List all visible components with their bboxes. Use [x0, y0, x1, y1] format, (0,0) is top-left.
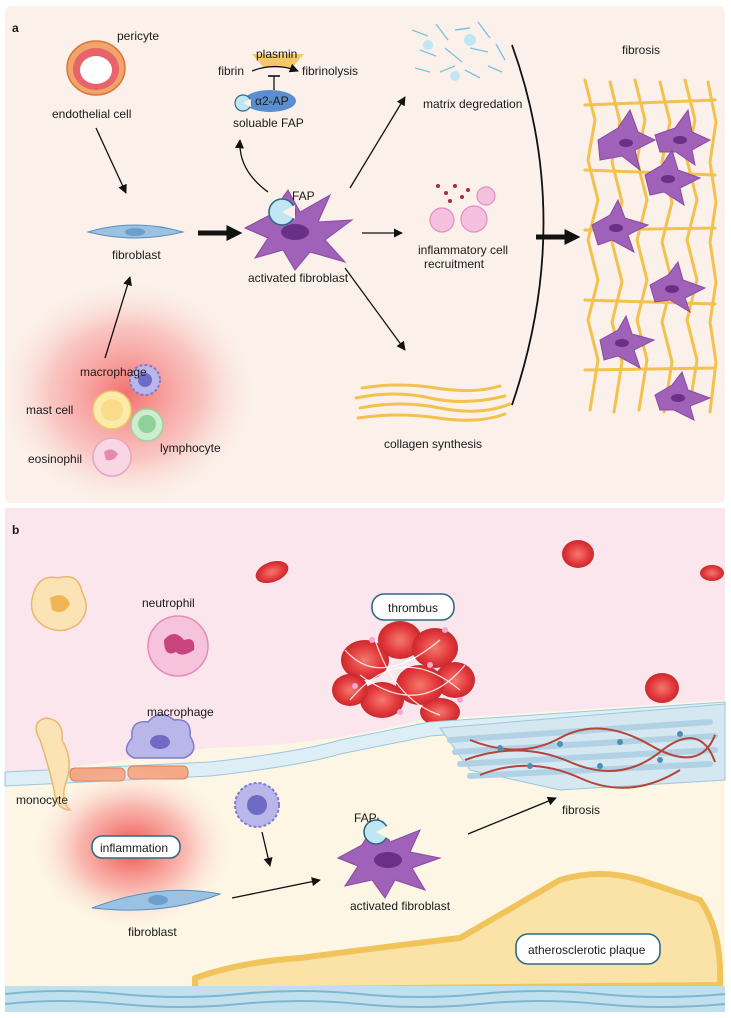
activated-fibroblast-label-b: activated fibroblast [350, 899, 451, 913]
inflammation-glow [0, 281, 255, 505]
lymphocyte-cell [130, 408, 164, 442]
dendritic-cell [234, 782, 280, 828]
monocyte-nucleus [50, 595, 70, 612]
panel-a-letter: a [12, 21, 19, 35]
fibroblast-label-b: fibroblast [128, 925, 177, 939]
matrix-degradation-label: matrix degredation [423, 97, 522, 111]
mast-cell [92, 390, 132, 430]
arrow-to-soluble-fap [234, 139, 269, 193]
eosinophil-label: eosinophil [28, 452, 82, 466]
convergence-bracket [511, 44, 545, 406]
fibrinolysis-label: fibrinolysis [302, 64, 358, 78]
inflammatory-label-line1: inflammatory cell [418, 243, 508, 257]
fibrosis-label-b: fibrosis [562, 803, 600, 817]
fap-receptor-icon [268, 198, 296, 226]
fibrosis-label-a: fibrosis [622, 43, 660, 57]
arrow-to-fibrosis-b [467, 796, 557, 835]
fibrin-label: fibrin [218, 64, 244, 78]
inflammatory-label-line2: recruitment [424, 257, 485, 271]
fap-label-a: FAP [292, 189, 315, 203]
macrophage-label-a: macrophage [80, 365, 147, 379]
inflammatory-cells-icon [429, 184, 496, 233]
inflammation-label: inflammation [100, 841, 168, 855]
macrophage-cell [129, 364, 161, 396]
matrix-fragments-icon [411, 21, 506, 81]
activated-fibroblast-nucleus [281, 224, 309, 240]
thrombus-badge [371, 593, 455, 621]
macrophage-label-b: macrophage [147, 705, 214, 719]
soluble-fap-label: soluable FAP [233, 116, 304, 130]
arrow-endothelial-to-fibroblast [95, 127, 127, 194]
mast-cell-label: mast cell [26, 403, 73, 417]
pericyte-label: pericyte [117, 29, 159, 43]
arrow-to-collagen-synthesis [344, 267, 406, 351]
soluble-fap-icon [234, 94, 252, 112]
macrophage-cell-b [125, 713, 195, 759]
thrombus-label: thrombus [388, 601, 438, 615]
collagen-synthesis-label: collagen synthesis [384, 437, 482, 451]
fibroblast-nucleus-b [148, 895, 168, 905]
fap-receptor-icon-b [363, 819, 389, 845]
lymphocyte-label: lymphocyte [160, 441, 221, 455]
fibroblast-nucleus [125, 228, 145, 236]
monocyte-cell-transmigrating [35, 717, 72, 811]
arrow-fibroblast-to-activated-b [231, 877, 321, 899]
blood-vessel-icon [66, 40, 126, 96]
fibrotic-cell-layer [439, 703, 726, 791]
plaque-badge [515, 933, 661, 965]
fibroblast-label: fibroblast [112, 248, 161, 262]
neutrophil-label: neutrophil [142, 596, 195, 610]
inflammation-badge [91, 835, 181, 859]
eosinophil-cell [92, 437, 132, 477]
arrow-to-matrix-degradation [349, 96, 406, 189]
endothelial-cell-label: endothelial cell [52, 107, 131, 121]
fap-label-b: FAP [354, 811, 377, 825]
fibrosis-fibroblasts [591, 108, 712, 421]
panel-b-letter: b [12, 523, 19, 537]
arrow-fibrin-to-fibrinolysis [251, 63, 299, 73]
plaque-label: atherosclerotic plaque [528, 943, 646, 957]
red-blood-cells [255, 540, 724, 703]
arrow-immune-to-fibroblast [104, 276, 132, 359]
neutrophil-cell [147, 615, 209, 677]
activated-fibroblast-label-a: activated fibroblast [248, 271, 349, 285]
collagen-fibers-icon [354, 383, 512, 422]
activated-fibroblast-nucleus-b [374, 852, 402, 868]
a2ap-label: α2-AP [255, 94, 289, 108]
a2ap-icon [244, 90, 296, 112]
thrombus-clot [332, 621, 475, 726]
arrow-immune-to-activated-fibroblast-b [261, 831, 273, 867]
plasmin-label: plasmin [256, 47, 297, 61]
smooth-muscle-layer [4, 986, 726, 1012]
